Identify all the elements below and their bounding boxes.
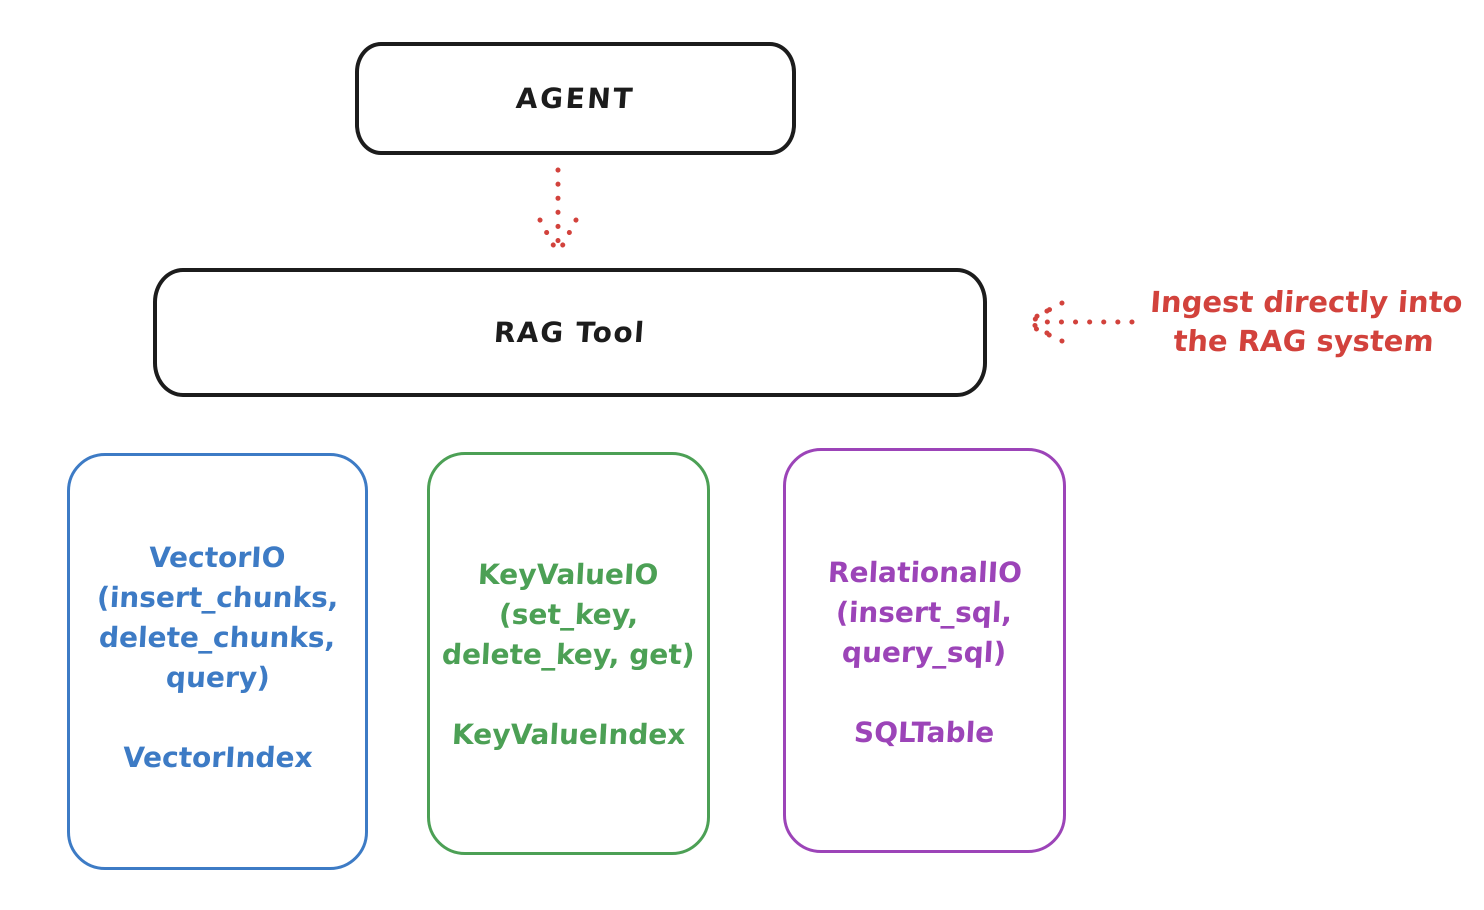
vector-io-title: VectorIO (148, 541, 287, 574)
keyvalue-io-node: KeyValueIO (set_key, delete_key, get) Ke… (427, 452, 710, 855)
vector-index-label: VectorIndex (121, 741, 314, 774)
vector-io-param-line: delete_chunks, (98, 621, 337, 654)
agent-label: AGENT (514, 82, 637, 115)
ingest-dotted-left-arrow-icon (1023, 300, 1135, 344)
vector-io-param-line: query) (164, 661, 271, 694)
sql-table-label: SQLTable (853, 716, 996, 749)
keyvalue-index-label: KeyValueIndex (450, 718, 687, 751)
relational-io-node: RelationalIO (insert_sql, query_sql) SQL… (783, 448, 1066, 853)
ingest-annotation-line1: Ingest directly into (1149, 285, 1464, 319)
keyvalue-io-param-line: delete_key, get) (441, 638, 696, 671)
ingest-annotation-line2: the RAG system (1172, 324, 1435, 358)
rag-tool-label: RAG Tool (493, 316, 647, 349)
rag-tool-node: RAG Tool (153, 268, 987, 397)
vector-io-param-line: (insert_chunks, (95, 581, 340, 614)
vector-io-node: VectorIO (insert_chunks, delete_chunks, … (67, 453, 368, 870)
relational-io-param-line: query_sql) (841, 636, 1008, 669)
keyvalue-io-title: KeyValueIO (477, 558, 660, 591)
agent-node: AGENT (355, 42, 796, 155)
ingest-annotation: Ingest directly into the RAG system (1132, 283, 1477, 361)
agent-to-rag-dotted-arrow-icon (537, 167, 579, 255)
relational-io-title: RelationalIO (826, 556, 1023, 589)
relational-io-param-line: (insert_sql, (835, 596, 1014, 629)
keyvalue-io-param-line: (set_key, (497, 598, 640, 631)
